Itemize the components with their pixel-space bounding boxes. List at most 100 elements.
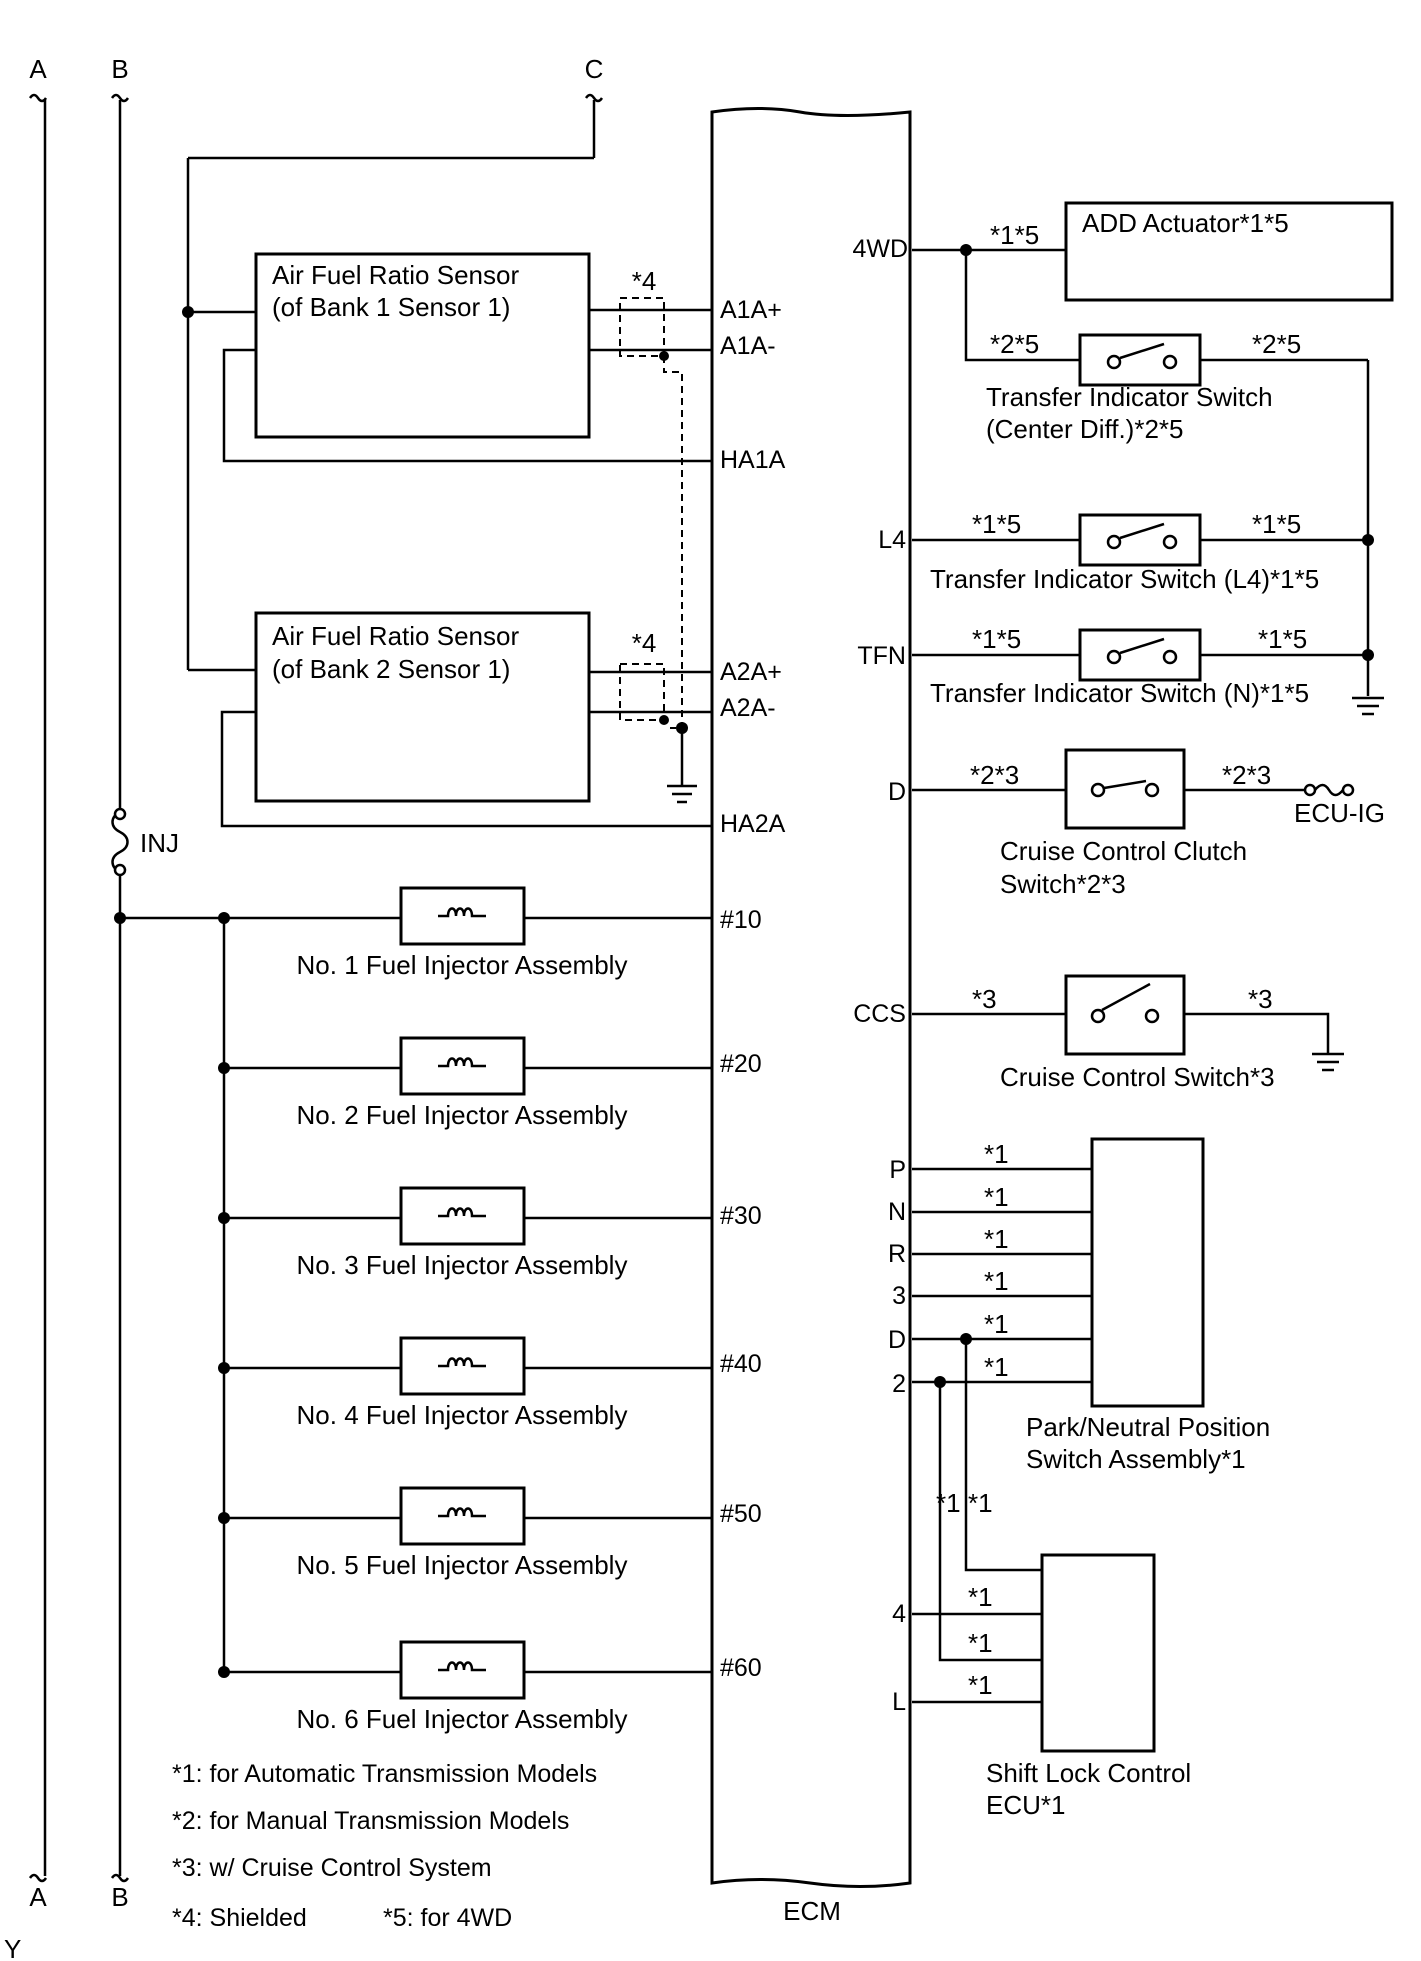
- shift-lock-wire-label-4: *1: [968, 1582, 993, 1612]
- af-sensor-bank1-junction: [182, 306, 194, 318]
- n-wire-label-left: *1*5: [972, 624, 1021, 654]
- ecu-ig-terminal-left: [1303, 783, 1317, 797]
- l4-wire-label-right: *1*5: [1252, 509, 1301, 539]
- pin-a2a-minus: A2A-: [720, 694, 776, 722]
- cruise-wire-label-left: *3: [972, 984, 997, 1014]
- af-sensor-bank2: Air Fuel Ratio Sensor (of Bank 2 Sensor …: [188, 611, 712, 828]
- ecm-left-pins: A1A+ A1A- HA1A A2A+ A2A- HA2A #10 #20 #3…: [720, 296, 786, 1682]
- injector-box: [399, 1486, 526, 1546]
- injector-label: No. 2 Fuel Injector Assembly: [297, 1100, 628, 1130]
- pin-40: #40: [720, 1350, 762, 1378]
- pin-n: N: [888, 1198, 906, 1226]
- center-diff-wire-label-right: *2*5: [1252, 329, 1301, 359]
- pnp-switch-box: [1090, 1137, 1205, 1408]
- pin-l: L: [892, 1688, 906, 1716]
- af-sensor-bank2-line2: (of Bank 2 Sensor 1): [272, 654, 510, 684]
- injector-coil-icon: [438, 1507, 486, 1518]
- pin-ha2a: HA2A: [720, 810, 786, 838]
- pnp-wire-label-3: *1: [984, 1266, 1009, 1296]
- inj-fuse-terminal-top: [113, 807, 127, 821]
- legend: *1: for Automatic Transmission Models *2…: [172, 1760, 597, 1932]
- af-sensor-bank1: Air Fuel Ratio Sensor (of Bank 1 Sensor …: [182, 252, 712, 729]
- af-sensor-bank2-shield-junction: [659, 715, 669, 725]
- injector-label: No. 1 Fuel Injector Assembly: [297, 950, 628, 980]
- shift-lock-wire-2: [938, 1382, 1042, 1662]
- injector-5: No. 5 Fuel Injector Assembly: [218, 1486, 712, 1580]
- pin-a1a-plus: A1A+: [720, 296, 782, 324]
- pin-l4: L4: [878, 526, 906, 554]
- pin-3: 3: [892, 1282, 906, 1310]
- clutch-wire-label-right: *2*3: [1222, 760, 1271, 790]
- injector-coil-icon: [438, 1661, 486, 1672]
- cruise-wire-label-right: *3: [1248, 984, 1273, 1014]
- pnp-label-line1: Park/Neutral Position: [1026, 1412, 1270, 1442]
- add-actuator-wire-label: *1*5: [990, 220, 1039, 250]
- pin-4: 4: [892, 1600, 906, 1628]
- n-wire-label-right: *1*5: [1258, 624, 1307, 654]
- center-diff-switch-box: [1078, 333, 1202, 387]
- l4-wire-label-left: *1*5: [972, 509, 1021, 539]
- af-sensor-bank1-line2: (of Bank 1 Sensor 1): [272, 292, 510, 322]
- af-sensor-bank1-shield-label: *4: [632, 266, 657, 296]
- ground-icon: [1312, 1052, 1344, 1072]
- injector-label: No. 6 Fuel Injector Assembly: [297, 1704, 628, 1734]
- pin-2: 2: [892, 1370, 906, 1398]
- clutch-contact-right: [1144, 782, 1160, 798]
- transfer-switch-l4: *1*5 *1*5 Transfer Indicator Switch (L4)…: [912, 509, 1374, 594]
- legend-note-5: *5: for 4WD: [383, 1904, 512, 1932]
- add-actuator-box: [1064, 201, 1394, 302]
- injector-box: [399, 1186, 526, 1246]
- af-sensor-bank2-shield: [619, 663, 665, 721]
- bus-a-break-top: [28, 93, 48, 103]
- injector-box: [399, 886, 526, 946]
- injector-box: [399, 1640, 526, 1700]
- ecm-label: ECM: [783, 1896, 841, 1926]
- injector-3: No. 3 Fuel Injector Assembly: [218, 1186, 712, 1280]
- legend-note-4: *4: Shielded: [172, 1904, 307, 1932]
- clutch-wire-label-left: *2*3: [970, 760, 1019, 790]
- cruise-label: Cruise Control Switch*3: [1000, 1062, 1275, 1092]
- pin-a2a-plus: A2A+: [720, 658, 782, 686]
- shift-lock-label-line1: Shift Lock Control: [986, 1758, 1191, 1788]
- bus-b-injector-junction: [114, 912, 126, 924]
- center-diff-label-line1: Transfer Indicator Switch: [986, 382, 1273, 412]
- shift-lock-wire-label-2: *1: [936, 1488, 961, 1518]
- cruise-contact-left: [1090, 1008, 1106, 1024]
- legend-note-2: *2: for Manual Transmission Models: [172, 1807, 569, 1835]
- inj-fuse-terminal-bottom: [113, 863, 127, 877]
- injector-coil-icon: [438, 1207, 486, 1218]
- bus-b-top-label: B: [111, 54, 128, 84]
- bus-b-bottom-label: B: [111, 1882, 128, 1912]
- bus-b-break-bottom: [110, 1873, 130, 1883]
- cruise-switch-icon: [1101, 982, 1151, 1012]
- shift-lock-wire-d: [964, 1339, 1042, 1572]
- clutch-contact-left: [1090, 782, 1106, 798]
- inj-fuse-icon: [111, 810, 129, 874]
- pin-d-clutch: D: [888, 778, 906, 806]
- center-diff-wire-left: [964, 250, 1080, 362]
- pin-d-pnp: D: [888, 1326, 906, 1354]
- transfer-switch-center-diff: *2*5 *2*5 Transfer Indicator Switch (Cen…: [964, 250, 1368, 444]
- injector-coil-icon: [438, 1057, 486, 1068]
- pnp-wire-label-d: *1: [984, 1309, 1009, 1339]
- pin-10: #10: [720, 906, 762, 934]
- af-sensor-bank1-shield: [619, 297, 665, 357]
- injector-coil-icon: [438, 907, 486, 918]
- center-diff-label-line2: (Center Diff.)*2*5: [986, 414, 1184, 444]
- af-sensor-bank1-heater-wire: [222, 348, 712, 463]
- n-contact-left: [1106, 649, 1122, 665]
- pin-ha1a: HA1A: [720, 446, 786, 474]
- park-neutral-switch: *1 *1 *1 *1 *1 *1 Park/Neutral Position …: [912, 1137, 1270, 1474]
- clutch-switch-icon: [1103, 779, 1147, 790]
- injector-1: No. 1 Fuel Injector Assembly: [218, 886, 712, 980]
- ecu-ig-terminal-right: [1341, 783, 1355, 797]
- shift-lock-wire-label-l: *1: [968, 1670, 993, 1700]
- af-sensor-bank2-box: [254, 611, 591, 803]
- pin-r: R: [888, 1240, 906, 1268]
- center-diff-contact-left: [1106, 354, 1122, 370]
- pin-ccs: CCS: [853, 1000, 906, 1028]
- injector-label: No. 4 Fuel Injector Assembly: [297, 1400, 628, 1430]
- bus-a-break-bottom: [28, 1873, 48, 1883]
- legend-note-1: *1: for Automatic Transmission Models: [172, 1760, 597, 1788]
